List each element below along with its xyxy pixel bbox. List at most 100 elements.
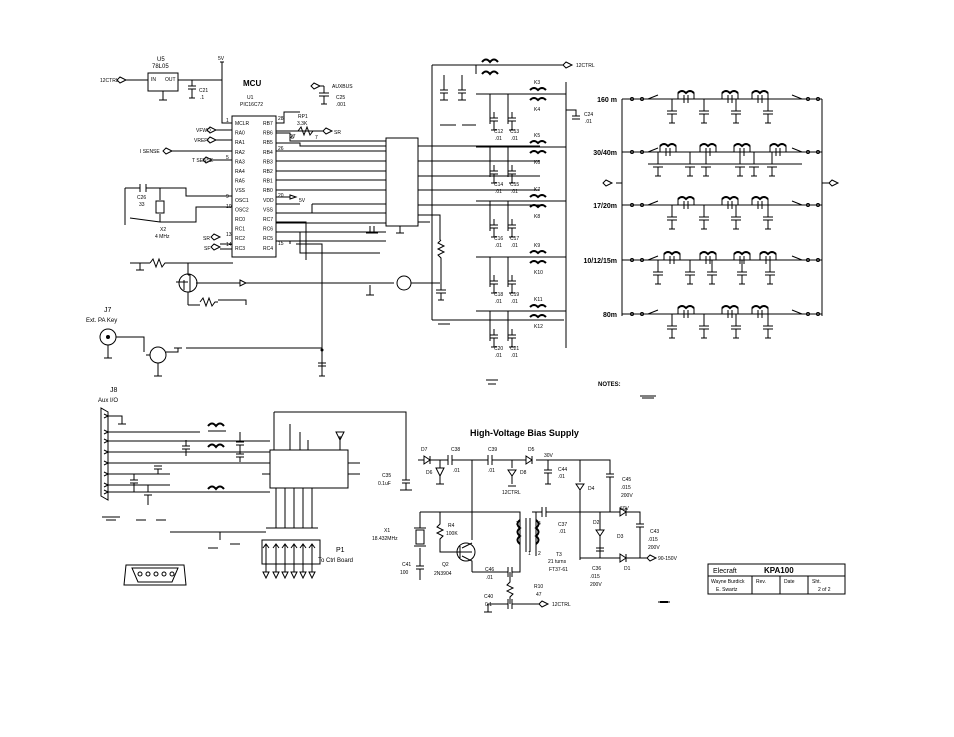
relay-wire	[476, 256, 566, 287]
filter-shunt-cap	[699, 99, 709, 124]
relay-cap-ref: C14	[494, 182, 503, 188]
c46-val: .01	[486, 575, 493, 581]
tb-date: Date	[784, 579, 795, 585]
relay-cap-val: .01	[495, 189, 502, 195]
relay-cap-val: .01	[511, 299, 518, 305]
hv-vout: 90-150V	[658, 556, 678, 562]
filter-shunt-cap	[763, 205, 773, 230]
mcu-pin-vss: VSS	[235, 188, 246, 194]
mcu-5v: 5V	[299, 198, 306, 204]
relay-wire	[476, 93, 566, 124]
tb-sht-val: 2 of 2	[818, 587, 831, 593]
band-160m: 160 m	[597, 97, 617, 104]
c43-val: .015	[648, 537, 658, 543]
relay-coil	[529, 260, 547, 265]
mcu-pin-vss-r: VSS	[263, 207, 274, 213]
tb-company: Elecraft	[713, 568, 737, 575]
filter-inductor	[721, 196, 739, 201]
c38-ref: C38	[451, 447, 460, 453]
x1-ref: X1	[384, 528, 390, 534]
relay-coil	[529, 250, 547, 255]
filter-inductor	[769, 143, 787, 148]
filter-inductor	[721, 90, 739, 95]
c24-val: .01	[585, 119, 592, 125]
filter-cap	[733, 254, 751, 264]
filter-shunt-cap	[765, 260, 775, 285]
regulator-u5: IN OUT U5 78L05 12CTRL 5V C21 .1	[100, 56, 225, 101]
relay-cap-ref: C21	[510, 346, 519, 352]
c44-ref: C44	[558, 467, 567, 473]
d4-ref: D4	[588, 486, 595, 492]
r10-val: 47	[536, 592, 542, 598]
filter-shunt-cap	[731, 314, 741, 339]
p1-pin-arrow	[299, 571, 307, 580]
p1-label: To Ctrl Board	[318, 558, 353, 564]
c26-val: 33	[139, 202, 145, 208]
relay-cap	[508, 329, 516, 348]
filter-shunt-cap	[653, 260, 663, 285]
reg-5v: 5V	[218, 56, 225, 62]
mcu-right-pins: RB7RB6RB5RB4RB3RB2RB1RB0VDDVSSRC7RC6RC5R…	[263, 121, 274, 252]
reg-input-net: 12CTRL	[100, 78, 119, 84]
relay-cap-val: .01	[511, 189, 518, 195]
band-80m: 80m	[603, 312, 617, 319]
pin13: 13	[226, 232, 232, 238]
c26-ref: C26	[137, 195, 146, 201]
switch-contact	[630, 203, 634, 207]
relay-coil	[529, 97, 547, 102]
mcu-pin-rc0: RC0	[235, 217, 245, 223]
filter-shunt-cap	[699, 205, 709, 230]
filter-cap	[677, 199, 695, 209]
x2-val: 4 MHz	[155, 234, 170, 240]
hv-12ctrl-2: 12CTRL	[552, 602, 571, 608]
filter-cap	[677, 93, 695, 103]
band-10-12-15m: 10/12/15m	[584, 258, 617, 265]
mcu-pin-osc1: OSC1	[235, 198, 249, 204]
switch-contact	[816, 312, 820, 316]
relay-k4: K4	[534, 107, 540, 113]
d3-ref: D3	[617, 534, 624, 540]
j8-pin	[103, 438, 110, 444]
mcu-pin-ra5: RA5	[235, 179, 245, 185]
switch-contact	[816, 97, 820, 101]
switch-arm	[647, 255, 803, 261]
pin26: 26	[278, 146, 284, 152]
relay-cap	[490, 219, 498, 238]
filter-shunt-cap	[699, 314, 709, 339]
filter-shunt-cap	[763, 314, 773, 339]
filter-cap	[751, 308, 769, 318]
mcu-pin-rc6-r: RC6	[263, 227, 273, 233]
switch-contact	[806, 312, 810, 316]
c45-val: .015	[621, 485, 631, 491]
j8-connector: J8 Aux I/O	[98, 387, 407, 549]
relay-coil	[529, 140, 547, 145]
hv-30v: 30V	[544, 453, 554, 459]
d7-ref: D7	[421, 447, 428, 453]
relay-cap-ref: C19	[510, 292, 519, 298]
filter-cap	[759, 254, 777, 264]
t3-pin-3: 3	[516, 521, 519, 527]
p1-ref: P1	[336, 547, 345, 554]
relay-cap	[490, 275, 498, 294]
relay-cap-ref: C20	[494, 346, 503, 352]
relay-wire	[476, 310, 566, 341]
switch-contact	[816, 150, 820, 154]
filter-shunt-cap	[667, 205, 677, 230]
mcu-pin-mclr: MCLR	[235, 121, 250, 127]
relay-cap-ref: C15	[510, 182, 519, 188]
relay-cap-ref: C16	[494, 236, 503, 242]
relay-k5: K5	[534, 133, 540, 139]
relay-wire	[476, 146, 566, 177]
switch-contact	[640, 203, 644, 207]
p1-pin	[272, 543, 280, 572]
switch-contact	[630, 97, 634, 101]
tb-sht: Sht.	[812, 579, 821, 585]
switch-contact	[806, 97, 810, 101]
r4-val: 100K	[446, 531, 458, 537]
relay-cap	[490, 329, 498, 348]
filter-cap	[733, 146, 751, 156]
pin1: 1	[226, 118, 229, 124]
c25-val: .001	[336, 102, 346, 108]
j8-ref: J8	[110, 387, 118, 394]
